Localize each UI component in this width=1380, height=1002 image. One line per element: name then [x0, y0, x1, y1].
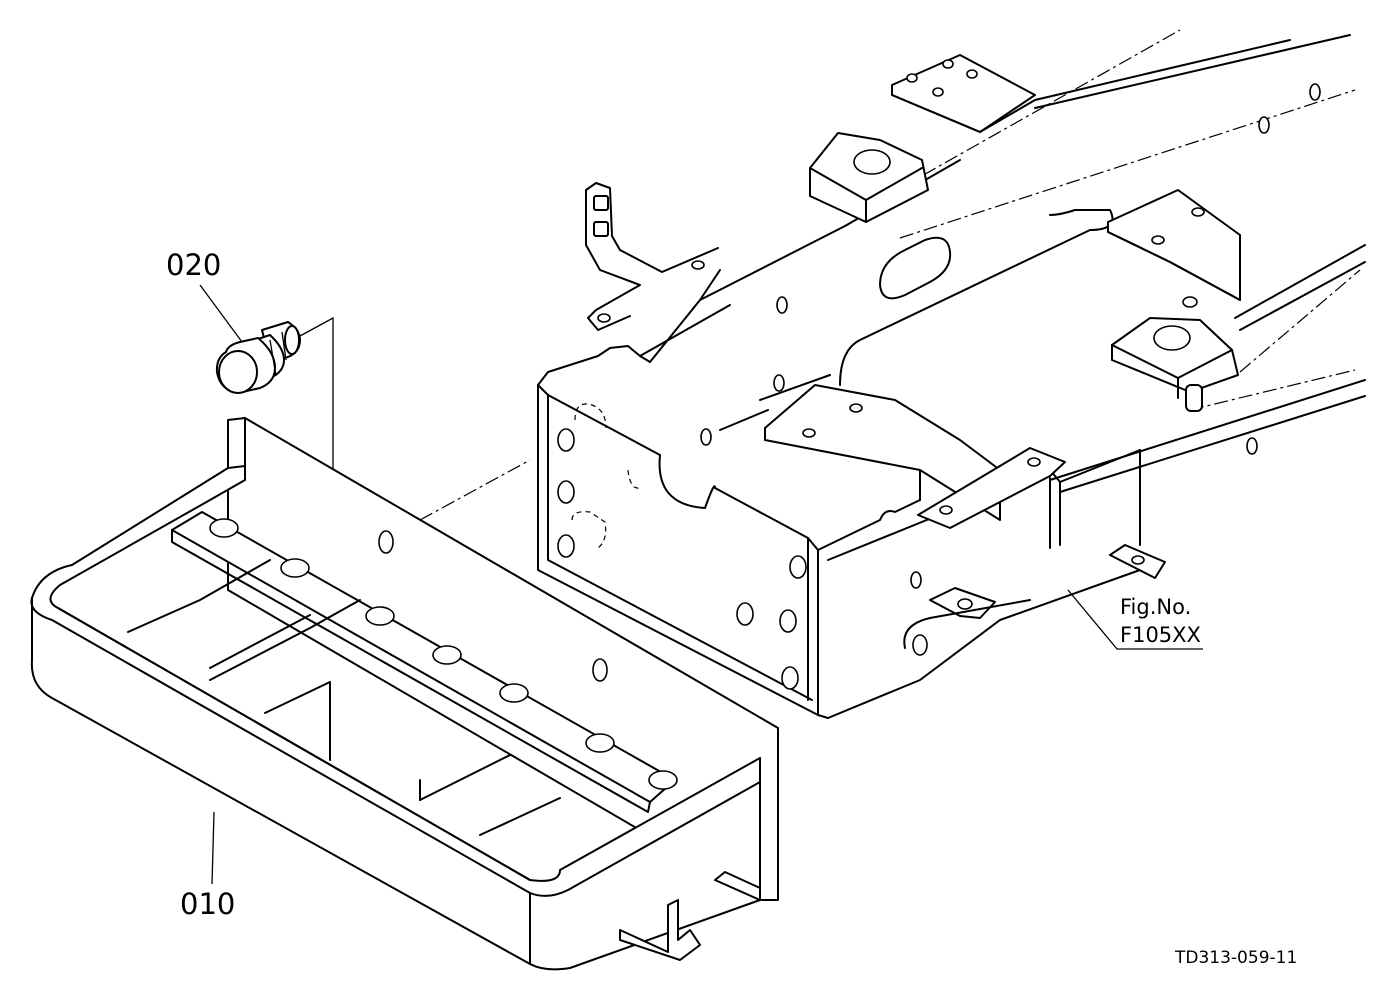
step-part-010 — [30, 417, 779, 971]
callout-010[interactable]: 010 — [180, 811, 235, 921]
fig-number: F105XX — [1120, 623, 1201, 647]
frame-assembly — [419, 29, 1366, 719]
callout-020[interactable]: 020 — [166, 248, 243, 343]
bolt-part-020 — [215, 316, 373, 574]
figure-reference[interactable]: Fig.No. F105XX — [1067, 589, 1203, 650]
callout-label-020: 020 — [166, 248, 221, 282]
callout-label-010: 010 — [180, 887, 235, 921]
fig-no-label: Fig.No. — [1120, 595, 1191, 619]
drawing-code: TD313-059-11 — [1174, 948, 1297, 968]
